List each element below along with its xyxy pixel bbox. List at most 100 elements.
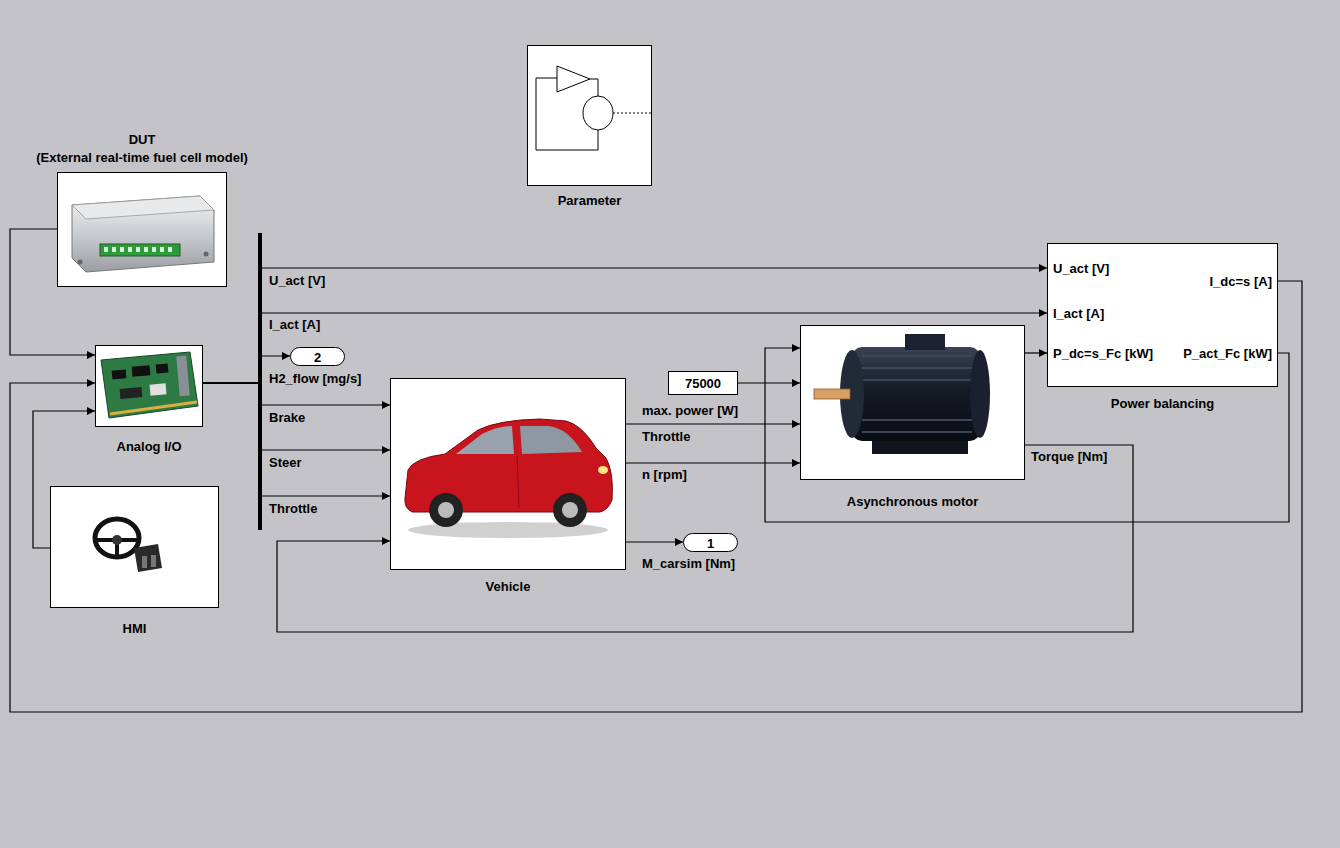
end-shield [970, 350, 990, 438]
chip [150, 383, 167, 395]
gain-triangle [557, 66, 590, 92]
signal-line [203, 383, 390, 405]
signal-label: M_carsim [Nm] [641, 556, 736, 571]
car-window [456, 426, 514, 454]
outport-oval: 2 [290, 347, 345, 366]
steering-wheel [95, 519, 139, 557]
signal-label: Throttle [641, 429, 691, 444]
signal-line [33, 411, 95, 548]
power-balancing-block: U_act [V] I_act [A] P_dc=s_Fc [kW] I_dc=s [… [1047, 243, 1278, 387]
vehicle-block: Vehicle [390, 378, 626, 570]
outport-oval: 1 [683, 533, 738, 552]
signal-line [10, 229, 95, 355]
signal-line [536, 78, 557, 79]
signal-line [626, 541, 683, 542]
block-label: Parameter [558, 193, 622, 208]
chip [156, 363, 169, 373]
headlight [598, 466, 608, 474]
io-board-block: Analog I/O [95, 345, 203, 427]
pedal [142, 556, 147, 568]
pedal-box [134, 544, 162, 572]
motor-feet [872, 440, 968, 454]
signal-label: n [rpm] [641, 467, 688, 482]
device-connector [100, 244, 180, 256]
sum-circle [583, 96, 613, 130]
signal-line [1025, 352, 1047, 353]
io-board-picture [101, 352, 198, 418]
chip [132, 365, 151, 377]
device-screw [204, 252, 209, 257]
signal-label: U_act [V] [268, 273, 326, 288]
block-label: Vehicle [486, 579, 531, 594]
device-block: DUT(External real-time fuel cell model) [57, 172, 227, 287]
block-ground [50, 486, 219, 608]
port-label: I_dc=s [A] [1210, 274, 1273, 289]
parameter-symbol [536, 66, 652, 150]
car-picture [405, 419, 613, 538]
signal-line [626, 423, 800, 424]
motor-housing [852, 347, 980, 441]
signal-label: Steer [268, 455, 303, 470]
port-label: U_act [V] [1053, 261, 1109, 276]
signal-label: I_act [A] [268, 317, 321, 332]
car-window [520, 426, 582, 454]
block-label: Asynchronous motor [847, 494, 978, 509]
motor-block: Asynchronous motor [800, 325, 1025, 480]
block-ground [57, 172, 227, 287]
port-label: P_dc=s_Fc [kW] [1053, 346, 1153, 361]
signal-line [613, 113, 652, 114]
port-label: P_act_Fc [kW] [1183, 346, 1272, 361]
device-top [72, 196, 214, 219]
signal-line [203, 383, 390, 450]
block-label: Power balancing [1111, 396, 1214, 411]
signal-label: Brake [268, 410, 306, 425]
constant-block: 75000 [668, 371, 738, 395]
cooling-fins [862, 356, 972, 432]
block-ground [390, 378, 626, 570]
block-label: 1 [707, 535, 714, 550]
signal-label: max. power [W] [641, 403, 739, 418]
wheel-hub [112, 535, 122, 545]
wheel-rim [562, 502, 578, 518]
fuel-cell-device-picture [72, 196, 214, 272]
signal-line [738, 382, 800, 383]
motor-picture [814, 334, 990, 454]
signal-line [590, 79, 598, 96]
block-label: DUT [129, 132, 156, 147]
connector-pins [104, 247, 172, 252]
signal-line [203, 383, 390, 496]
circuit-board [101, 352, 198, 418]
signal-line [626, 462, 800, 463]
block-label: HMI [123, 621, 147, 636]
car-wheel [553, 493, 587, 527]
hmi-block: HMI [50, 486, 219, 608]
chip [120, 387, 143, 399]
device-housing [72, 196, 214, 272]
device-screw [78, 260, 83, 265]
block-ground [800, 325, 1025, 480]
block-label: Analog I/O [117, 439, 182, 454]
block-label: 2 [314, 349, 321, 364]
board-bracket [176, 356, 189, 397]
wheel-rim [438, 502, 454, 518]
block-label: (External real-time fuel cell model) [36, 150, 248, 165]
car-wheel [429, 493, 463, 527]
port-label: I_act [A] [1053, 306, 1104, 321]
signal-line [277, 445, 1133, 632]
hmi-picture [95, 519, 162, 572]
edge-contacts [110, 402, 197, 414]
block-ground [95, 345, 203, 427]
pedal [151, 555, 156, 567]
terminal-box [905, 334, 945, 350]
block-ground [527, 45, 652, 186]
signal-label: Torque [Nm] [1030, 449, 1108, 464]
signal-label: H2_flow [mg/s] [268, 371, 362, 386]
motor-shaft [814, 389, 850, 399]
parameter-block: Parameter [527, 45, 652, 186]
signal-label: Throttle [268, 501, 318, 516]
block-label: 75000 [685, 376, 721, 391]
door-line [517, 456, 519, 508]
chip [112, 369, 127, 379]
